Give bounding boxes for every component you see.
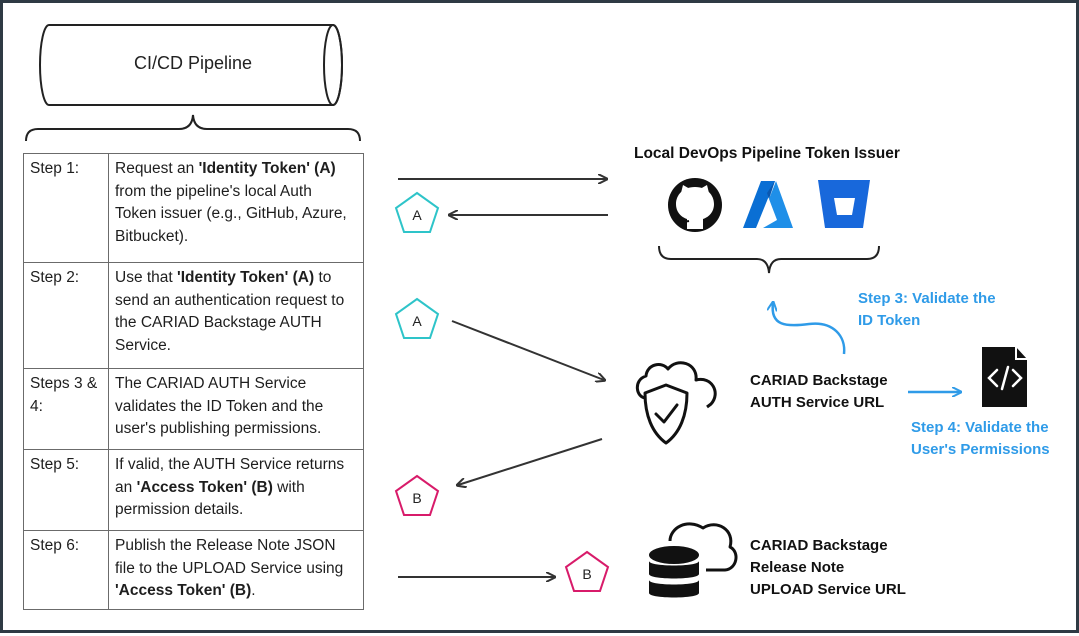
step-label: Step 2: <box>23 262 109 369</box>
pipeline-cylinder <box>39 24 343 106</box>
step-label: Step 5: <box>23 449 109 531</box>
token-a-label: A <box>412 207 422 223</box>
step4-label: Step 4: Validate the User's Permissions <box>911 419 1050 458</box>
token-b-1: B <box>394 474 440 516</box>
upload-service-label: CARIAD Backstage Release Note UPLOAD Ser… <box>750 537 906 598</box>
step-description: Use that 'Identity Token' (A) to send an… <box>108 262 364 369</box>
step-description: Request an 'Identity Token' (A) from the… <box>108 153 364 263</box>
table-row: Step 5: If valid, the AUTH Service retur… <box>23 449 364 531</box>
auth-service-label: CARIAD Backstage AUTH Service URL <box>750 372 888 411</box>
token-a-label: A <box>412 313 422 329</box>
issuer-brace <box>658 245 880 274</box>
step-description: The CARIAD AUTH Service validates the ID… <box>108 368 364 450</box>
table-row: Steps 3 & 4: The CARIAD AUTH Service val… <box>23 368 364 450</box>
cloud-shield-icon <box>635 361 717 445</box>
steps-table: Step 1: Request an 'Identity Token' (A) … <box>23 153 364 610</box>
token-b-2: B <box>564 550 610 592</box>
arrow-return-access-token <box>458 438 603 485</box>
arrow-auth-request <box>451 320 604 380</box>
github-icon <box>668 178 722 232</box>
step-label: Step 1: <box>23 153 109 263</box>
token-a-2: A <box>394 297 440 339</box>
step3-label: Step 3: Validate the ID Token <box>858 290 996 329</box>
step-description: Publish the Release Note JSON file to th… <box>108 530 364 610</box>
step-description: If valid, the AUTH Service returns an 'A… <box>108 449 364 531</box>
azure-icon <box>743 181 793 228</box>
issuer-title: Local DevOps Pipeline Token Issuer <box>634 145 900 162</box>
token-a-1: A <box>394 191 440 233</box>
table-row: Step 1: Request an 'Identity Token' (A) … <box>23 153 364 263</box>
database-cloud-icon <box>649 522 738 598</box>
token-b-label: B <box>582 566 591 582</box>
token-b-label: B <box>412 490 421 506</box>
diagram-art: A A B B <box>25 24 1027 598</box>
pipeline-label: CI/CD Pipeline <box>133 53 253 73</box>
table-row: Step 2: Use that 'Identity Token' (A) to… <box>23 262 364 369</box>
pipeline-brace <box>25 114 361 142</box>
step-label: Step 6: <box>23 530 109 610</box>
code-file-icon <box>982 347 1027 407</box>
arrow-step3-validate <box>773 303 846 355</box>
step-label: Steps 3 & 4: <box>23 368 109 450</box>
table-row: Step 6: Publish the Release Note JSON fi… <box>23 530 364 610</box>
bitbucket-icon <box>818 180 870 228</box>
